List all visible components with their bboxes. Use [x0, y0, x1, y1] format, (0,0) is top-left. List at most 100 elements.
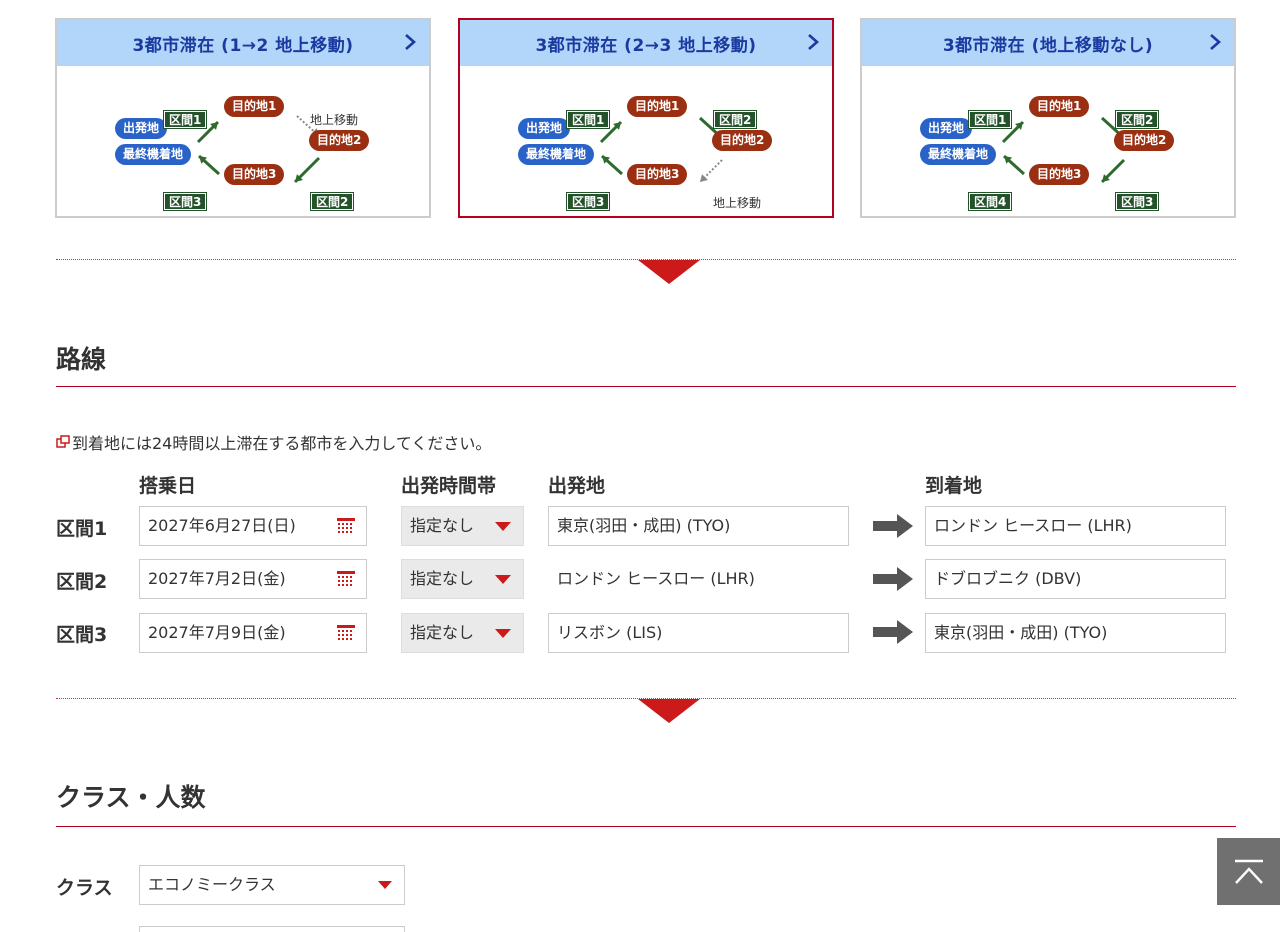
- triangle-down-icon: [495, 575, 511, 584]
- destination-1-pill: 目的地1: [627, 96, 688, 117]
- segment-1-badge: 区間1: [565, 110, 611, 129]
- departure-input[interactable]: 東京(羽田・成田) (TYO): [548, 506, 849, 546]
- col-date-header: 搭乗日: [139, 475, 197, 497]
- segment-2-badge: 区間2: [1114, 110, 1160, 129]
- destination-1-pill: 目的地1: [224, 96, 285, 117]
- heading-rule: [56, 826, 1236, 827]
- arrival-value: ドブロブニク (DBV): [934, 569, 1082, 588]
- back-to-top-button[interactable]: [1217, 838, 1280, 905]
- itinerary-card-header[interactable]: 3都市滞在 (地上移動なし): [862, 20, 1234, 66]
- arrow-right-icon: [873, 514, 913, 538]
- chevron-right-icon: [405, 34, 416, 50]
- diagram-arrow: [699, 159, 723, 183]
- time-select[interactable]: 指定なし: [401, 613, 524, 653]
- diagram-arrow: [1100, 158, 1126, 184]
- departure-value-static: ロンドン ヒースロー (LHR): [548, 559, 849, 599]
- triangle-down-icon: [495, 629, 511, 638]
- destination-1-pill: 目的地1: [1029, 96, 1090, 117]
- segment-1-badge: 区間1: [967, 110, 1013, 129]
- origin-pill: 出発地: [920, 118, 973, 139]
- col-arrival-header: 到着地: [925, 475, 983, 497]
- date-input[interactable]: 2027年6月27日(日): [139, 506, 367, 546]
- diagram-arrow: [600, 154, 624, 176]
- itinerary-card-title: 3都市滞在 (1→2 地上移動): [132, 35, 354, 56]
- date-value: 2027年6月27日(日): [148, 516, 296, 535]
- ground-transport-note: 地上移動: [713, 196, 762, 210]
- route-notice: 到着地には24時間以上滞在する都市を入力してください。: [56, 430, 491, 454]
- external-link-icon: [56, 435, 70, 448]
- origin-pill: 出発地: [518, 118, 571, 139]
- destination-3-pill: 目的地3: [627, 164, 688, 185]
- final-pill: 最終機着地: [115, 144, 192, 165]
- triangle-down-icon: [495, 522, 511, 531]
- class-heading: クラス・人数: [56, 783, 206, 812]
- segment-label: 区間3: [56, 624, 108, 646]
- down-arrow-icon: [638, 260, 700, 284]
- segment-3-badge: 区間3: [1114, 192, 1160, 211]
- segment-1-badge: 区間1: [162, 110, 208, 129]
- calendar-icon[interactable]: [336, 624, 356, 642]
- section-divider: [56, 698, 1236, 699]
- itinerary-card-title: 3都市滞在 (2→3 地上移動): [535, 35, 757, 56]
- col-time-header: 出発時間帯: [401, 475, 497, 497]
- departure-value: リスボン (LIS): [557, 623, 663, 642]
- final-pill: 最終機着地: [518, 144, 595, 165]
- segment-4-badge: 区間4: [967, 192, 1013, 211]
- class-value: エコノミークラス: [148, 875, 276, 894]
- date-input[interactable]: 2027年7月9日(金): [139, 613, 367, 653]
- destination-3-pill: 目的地3: [224, 164, 285, 185]
- back-to-top-icon: [1234, 859, 1263, 884]
- diagram-arrow: [599, 120, 623, 144]
- arrival-input[interactable]: ロンドン ヒースロー (LHR): [925, 506, 1226, 546]
- time-value: 指定なし: [410, 516, 475, 535]
- origin-pill: 出発地: [115, 118, 168, 139]
- diagram-arrow: [196, 120, 220, 144]
- arrival-value: 東京(羽田・成田) (TYO): [934, 623, 1108, 642]
- itinerary-card-title: 3都市滞在 (地上移動なし): [942, 35, 1154, 56]
- class-select[interactable]: エコノミークラス: [139, 865, 405, 905]
- departure-input[interactable]: リスボン (LIS): [548, 613, 849, 653]
- itinerary-card-header[interactable]: 3都市滞在 (1→2 地上移動): [57, 20, 429, 66]
- calendar-icon[interactable]: [336, 517, 356, 535]
- diagram-arrow: [1002, 154, 1026, 176]
- date-input[interactable]: 2027年7月2日(金): [139, 559, 367, 599]
- diagram-arrows: [196, 115, 321, 184]
- segment-3-badge: 区間3: [565, 192, 611, 211]
- destination-2-pill: 目的地2: [309, 130, 370, 151]
- time-select[interactable]: 指定なし: [401, 559, 524, 599]
- down-arrow-icon: [638, 699, 700, 723]
- route-notice-text: 到着地には24時間以上滞在する都市を入力してください。: [72, 434, 492, 453]
- class-label: クラス: [56, 877, 113, 899]
- diagram-arrow: [1001, 120, 1025, 144]
- chevron-right-icon: [1210, 34, 1221, 50]
- departure-value: ロンドン ヒースロー (LHR): [557, 569, 755, 588]
- diagram-arrow: [197, 154, 221, 176]
- itinerary-card-header[interactable]: 3都市滞在 (2→3 地上移動): [460, 20, 832, 66]
- date-value: 2027年7月9日(金): [148, 623, 286, 642]
- arrival-input[interactable]: ドブロブニク (DBV): [925, 559, 1226, 599]
- calendar-icon[interactable]: [336, 570, 356, 588]
- arrival-input[interactable]: 東京(羽田・成田) (TYO): [925, 613, 1226, 653]
- arrow-right-icon: [873, 567, 913, 591]
- destination-2-pill: 目的地2: [1114, 130, 1175, 151]
- chevron-right-icon: [808, 34, 819, 50]
- triangle-down-icon: [378, 881, 392, 889]
- passenger-select[interactable]: [139, 926, 405, 932]
- time-select[interactable]: 指定なし: [401, 506, 524, 546]
- final-pill: 最終機着地: [920, 144, 997, 165]
- departure-value: 東京(羽田・成田) (TYO): [557, 516, 731, 535]
- diagram-arrows: [1001, 116, 1126, 184]
- segment-3-badge: 区間3: [162, 192, 208, 211]
- segment-2-badge: 区間2: [712, 110, 758, 129]
- route-heading: 路線: [56, 345, 107, 374]
- col-departure-header: 出発地: [548, 475, 606, 497]
- time-value: 指定なし: [410, 623, 475, 642]
- time-value: 指定なし: [410, 569, 475, 588]
- heading-rule: [56, 386, 1236, 387]
- itinerary-card[interactable]: 3都市滞在 (1→2 地上移動) 出発地最終機着地 目的地1 目的地2 目的地3 区間1…: [55, 18, 431, 218]
